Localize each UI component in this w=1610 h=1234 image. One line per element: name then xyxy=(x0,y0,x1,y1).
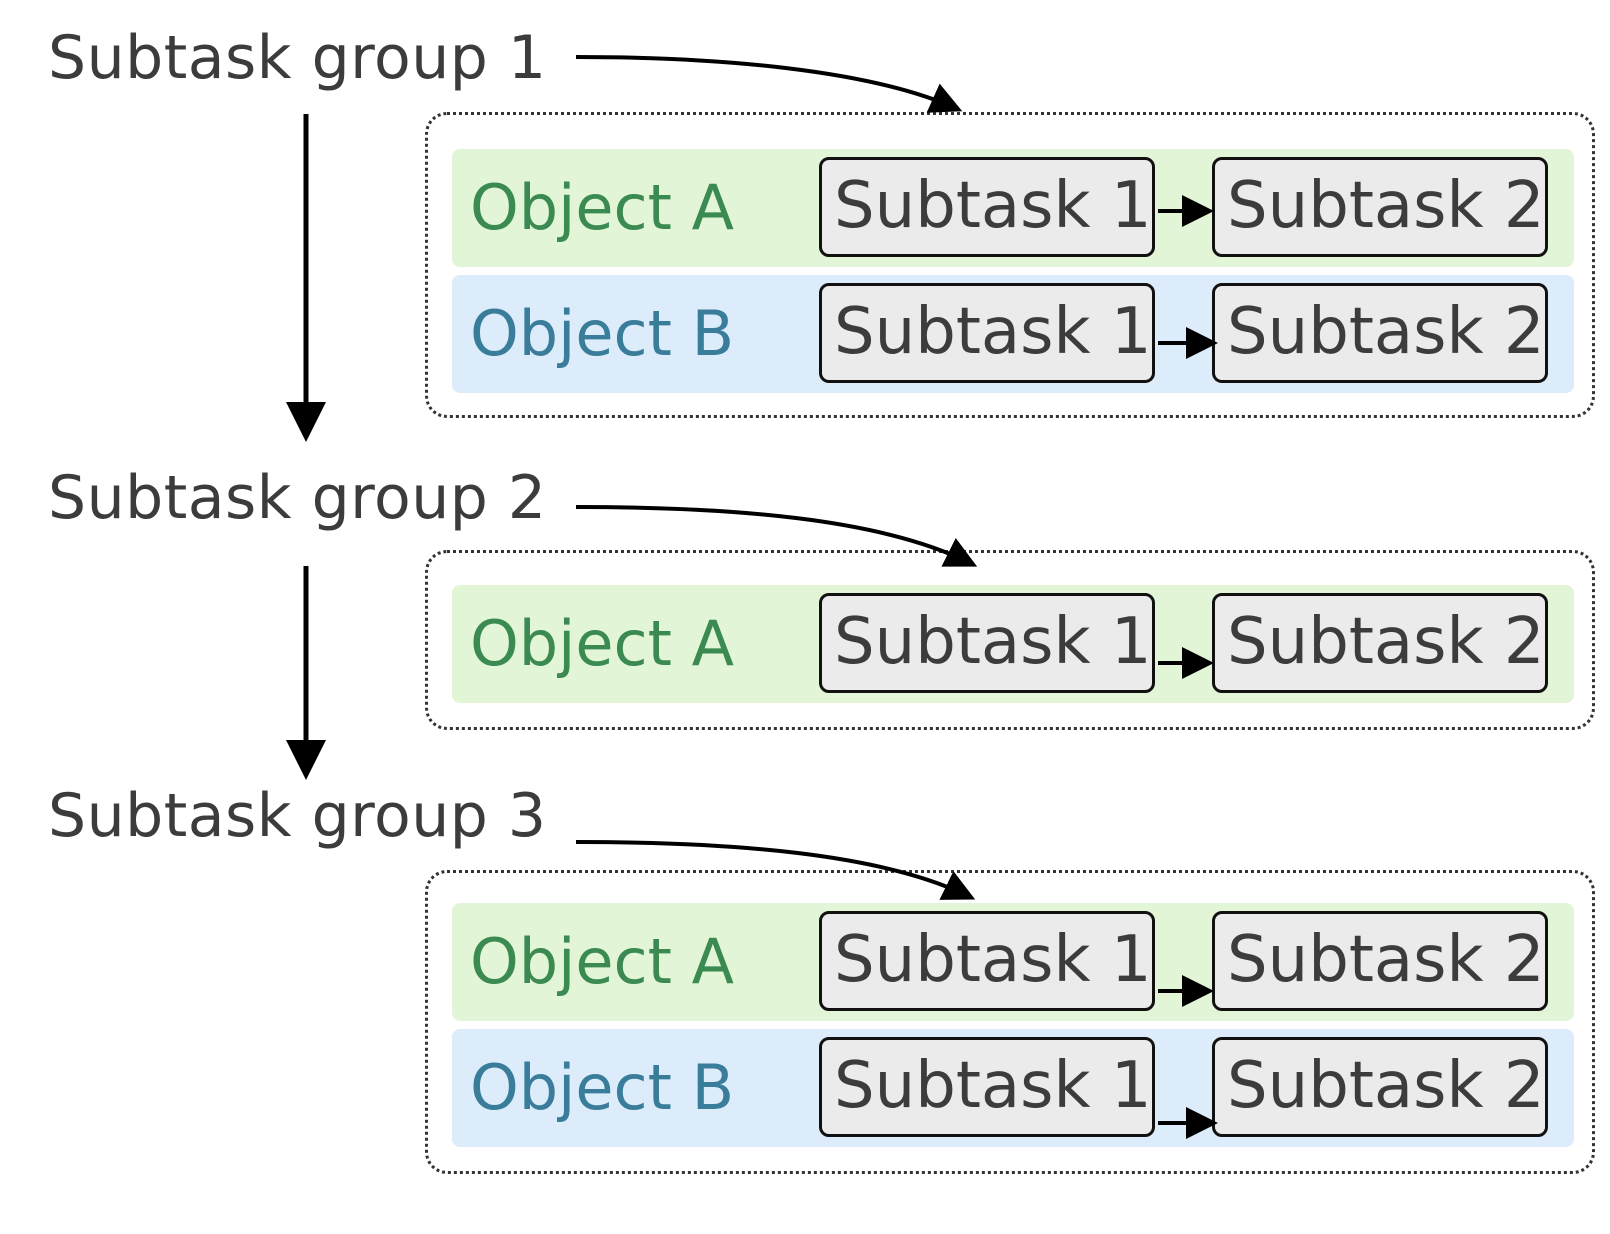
group-1-object-b-row: Object B Subtask 1 Subtask 2 xyxy=(452,275,1574,393)
subtask-2-box: Subtask 2 xyxy=(1212,157,1548,257)
group-2-object-a-row: Object A Subtask 1 Subtask 2 xyxy=(452,585,1574,703)
subtask-2-box: Subtask 2 xyxy=(1212,283,1548,383)
subtask-1-box: Subtask 1 xyxy=(819,593,1155,693)
group-2-container: Object A Subtask 1 Subtask 2 xyxy=(425,550,1595,730)
object-a-label: Object A xyxy=(470,925,735,998)
subtask-1-box: Subtask 1 xyxy=(819,283,1155,383)
object-a-label: Object A xyxy=(470,607,735,680)
group-label-1: Subtask group 1 xyxy=(48,23,547,93)
subtask-1-box: Subtask 1 xyxy=(819,157,1155,257)
object-b-label: Object B xyxy=(470,297,735,370)
object-a-label: Object A xyxy=(470,171,735,244)
group-3-object-b-row: Object B Subtask 1 Subtask 2 xyxy=(452,1029,1574,1147)
subtask-1-box: Subtask 1 xyxy=(819,911,1155,1011)
group-1-object-a-row: Object A Subtask 1 Subtask 2 xyxy=(452,149,1574,267)
group-label-3: Subtask group 3 xyxy=(48,781,547,851)
group-3-object-a-row: Object A Subtask 1 Subtask 2 xyxy=(452,903,1574,1021)
group-1-curve-arrow xyxy=(575,55,963,113)
object-b-label: Object B xyxy=(470,1051,735,1124)
subtask-2-box: Subtask 2 xyxy=(1212,1037,1548,1137)
group-label-2: Subtask group 2 xyxy=(48,463,547,533)
subtask-2-box: Subtask 2 xyxy=(1212,593,1548,693)
group-1-container: Object A Subtask 1 Subtask 2 Object B Su… xyxy=(425,112,1595,418)
subtask-2-box: Subtask 2 xyxy=(1212,911,1548,1011)
subtask-1-box: Subtask 1 xyxy=(819,1037,1155,1137)
group-3-container: Object A Subtask 1 Subtask 2 Object B Su… xyxy=(425,870,1595,1174)
